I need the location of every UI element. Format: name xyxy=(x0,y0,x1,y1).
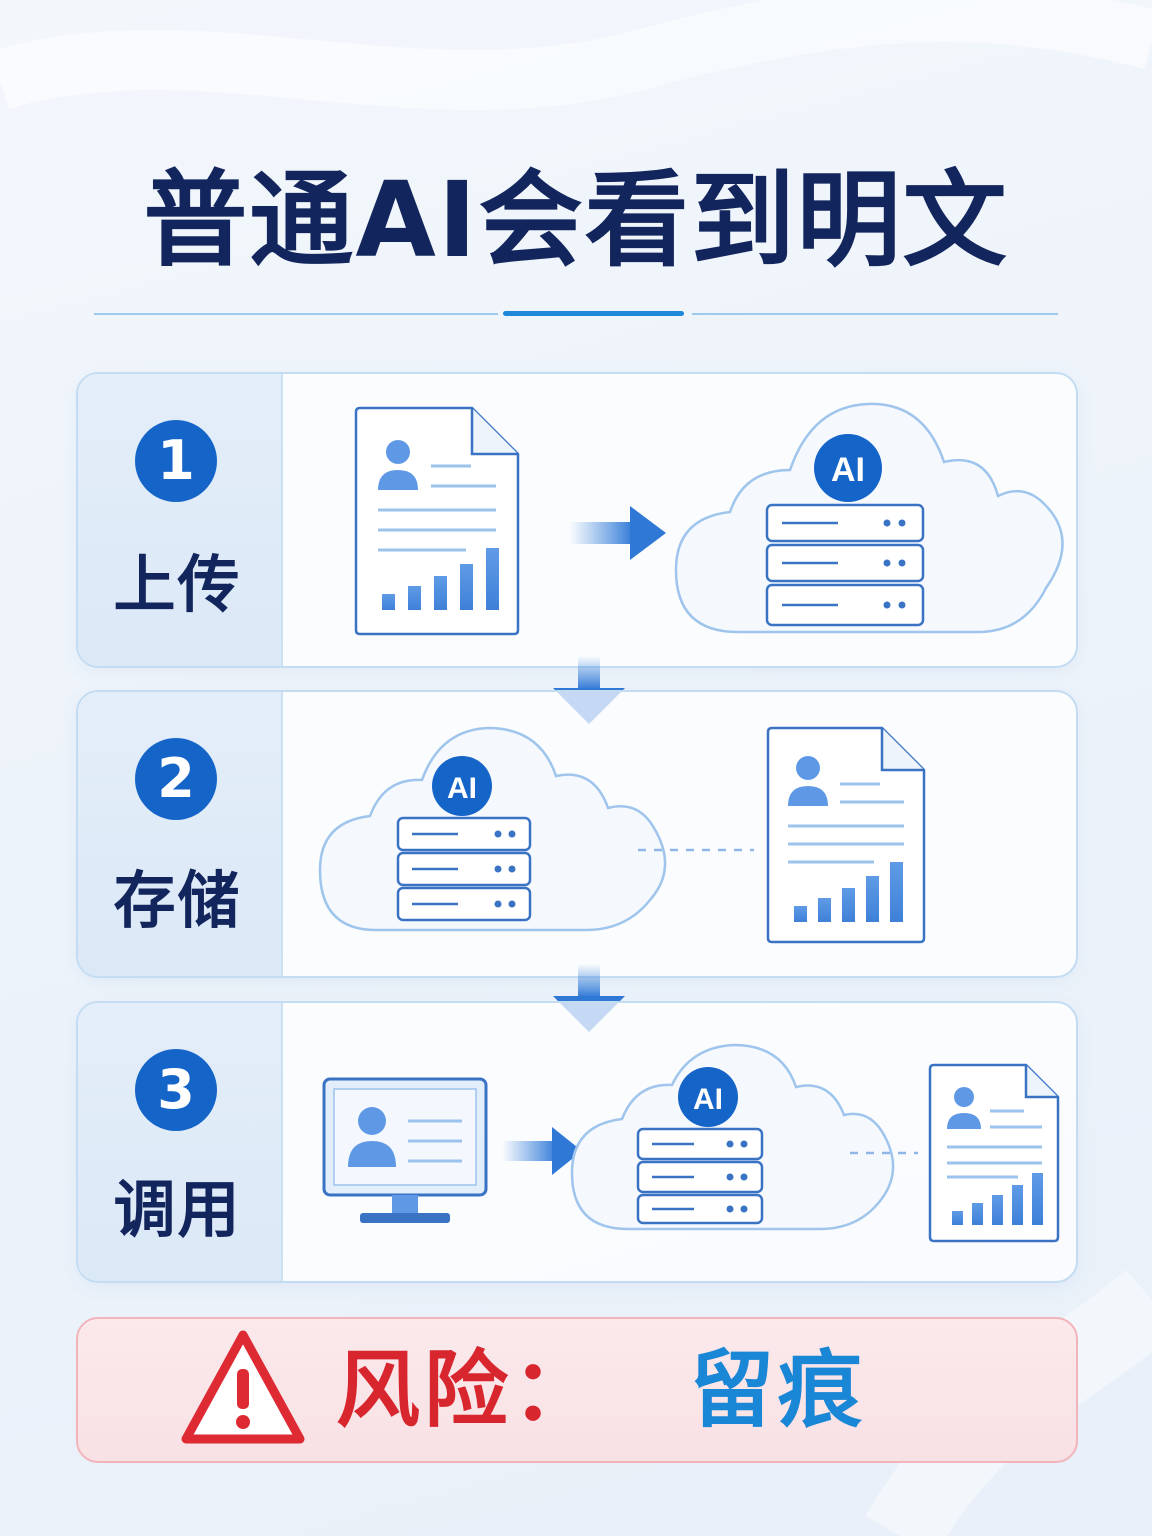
step-label: 上传 xyxy=(113,548,242,621)
risk-banner: 风险： 留痕 xyxy=(76,1317,1078,1463)
step-storage-card: 2 存储 AI xyxy=(76,690,1078,978)
step-invoke-card: 3 调用 xyxy=(76,1001,1078,1283)
cloud-server-icon: AI xyxy=(674,402,1064,634)
cloud-server-icon: AI xyxy=(318,726,667,932)
step-side-panel: 3 调用 xyxy=(78,1003,283,1281)
page-title: 普通AI会看到明文 xyxy=(143,159,1009,281)
arrow-right-icon xyxy=(502,1127,582,1175)
cloud-ai-badge: AI xyxy=(693,1083,723,1116)
title-divider-right xyxy=(692,313,1058,315)
title-divider-left xyxy=(94,313,498,315)
step-side-panel: 2 存储 xyxy=(78,692,283,976)
risk-label: 风险： xyxy=(336,1341,601,1439)
monitor-icon xyxy=(322,1077,488,1223)
document-icon xyxy=(354,406,520,636)
step-upload-card: 1 上传 xyxy=(76,372,1078,668)
step-storage-illustration: AI xyxy=(318,726,926,944)
risk-value: 留痕 xyxy=(690,1341,867,1439)
step-label: 调用 xyxy=(113,1173,242,1246)
step-upload-illustration: AI xyxy=(354,402,1064,636)
step-side-panel: 1 上传 xyxy=(78,374,283,666)
step-number-badge: 2 xyxy=(135,738,217,820)
step-number-badge: 3 xyxy=(135,1049,217,1131)
document-icon xyxy=(766,726,926,944)
cloud-ai-badge: AI xyxy=(447,772,477,805)
step-label: 存储 xyxy=(113,864,242,937)
arrow-right-icon xyxy=(570,506,666,560)
warning-triangle-icon xyxy=(181,1330,305,1444)
step-invoke-illustration: AI xyxy=(322,1043,1060,1243)
step-number-badge: 1 xyxy=(135,420,217,502)
document-icon xyxy=(928,1063,1060,1243)
cloud-ai-badge: AI xyxy=(831,451,865,489)
cloud-server-icon: AI xyxy=(570,1043,895,1231)
title-divider-accent xyxy=(503,311,684,316)
